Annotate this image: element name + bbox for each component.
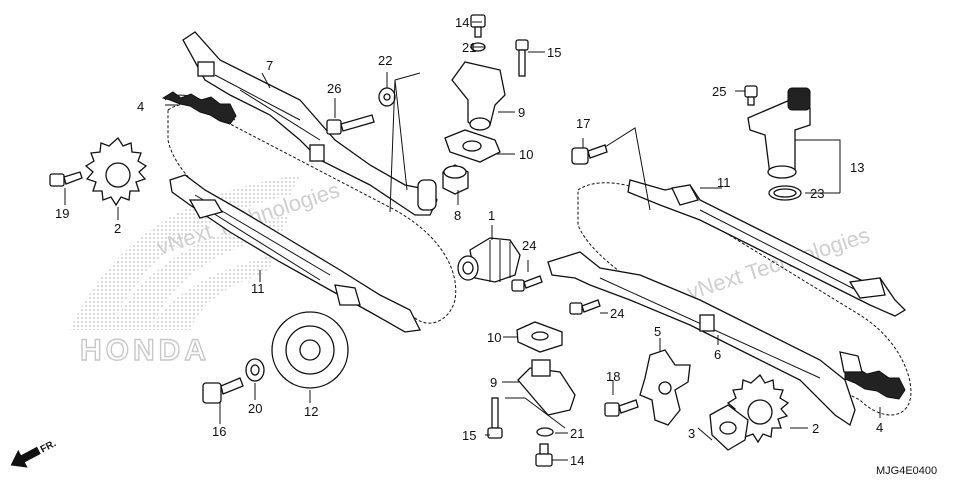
front-direction-marker: FR. [10,438,59,468]
bolt-19 [49,171,83,187]
label-13: 13 [850,160,864,175]
cam-chain-tensioner-guide-left [169,174,421,333]
label-18: 18 [606,369,620,384]
label-3: 3 [688,426,695,441]
label-9-upper: 9 [518,105,525,120]
label-14-upper: 14 [455,15,469,30]
bolt-17 [571,144,608,165]
bolt-16 [202,377,244,404]
label-4-left: 4 [137,99,144,114]
cam-sensor-13 [744,85,811,201]
pulse-rotor-12 [271,311,349,389]
label-5: 5 [654,324,661,339]
washer-20 [245,358,265,382]
cam-chain-guide-upper-left [182,31,438,216]
label-1: 1 [488,208,495,223]
label-23: 23 [810,186,824,201]
label-2-right: 2 [812,421,819,436]
bolt-24-lower [569,299,601,315]
label-26: 26 [327,81,341,96]
washer-22 [378,87,396,107]
label-11-right: 11 [717,175,731,190]
label-14-lower: 14 [570,453,584,468]
label-7: 7 [266,58,273,73]
leader-lines [64,21,881,461]
front-arrow-icon [10,446,41,468]
label-24-lower: 24 [610,306,624,321]
honda-logo-text: HONDA [80,334,210,367]
label-22: 22 [378,53,392,68]
label-10-lower: 10 [487,330,501,345]
label-16: 16 [212,424,226,439]
label-10-upper: 10 [519,147,533,162]
diagram-code: MJG4E0400 [876,465,937,477]
label-2-left: 2 [114,221,121,236]
cam-chain-guide-upper-right [627,179,907,317]
idler-gear-1 [457,237,521,283]
bolt-24-upper [511,275,543,292]
tensioner-lower [487,321,576,467]
plate-5 [639,349,691,426]
collar-8 [442,164,469,195]
bolt-18 [604,399,639,417]
bracket-3 [709,404,749,451]
label-24-upper: 24 [522,238,536,253]
label-21-upper: 21 [462,40,476,55]
label-25: 25 [712,84,726,99]
cam-sprocket-left [84,137,148,207]
cam-chain-left [161,91,457,324]
label-8: 8 [454,208,461,223]
label-15-upper: 15 [547,45,561,60]
label-4-right: 4 [876,420,883,435]
label-9-lower: 9 [490,375,497,390]
label-12: 12 [304,404,318,419]
label-17: 17 [576,116,590,131]
label-20: 20 [248,401,262,416]
cam-chain-tensioner-guide-right [547,251,863,427]
label-6: 6 [714,347,721,362]
bolt-26 [326,114,375,135]
part-labels: 1 2 2 3 4 4 5 6 7 8 9 9 10 10 11 11 12 1… [55,15,883,468]
tensioner-upper [444,14,529,163]
label-21-lower: 21 [570,426,584,441]
label-19: 19 [55,206,69,221]
label-11-left: 11 [251,281,265,296]
front-label: FR. [39,438,59,455]
label-15-lower: 15 [462,428,476,443]
honda-wing-logo: HONDA [70,175,300,368]
